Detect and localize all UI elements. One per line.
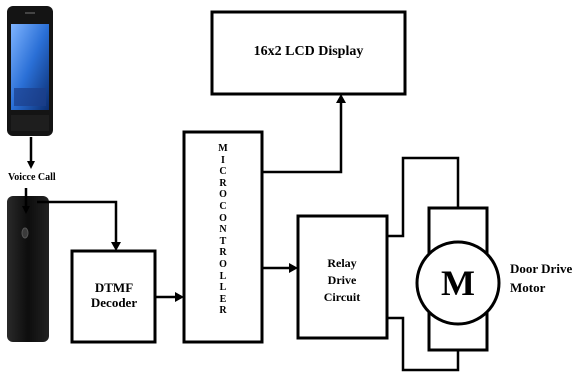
arrow-to-relay (289, 263, 298, 273)
phone-back-icon (7, 196, 49, 342)
relay-to-motor-top-wire (387, 156, 460, 238)
microcontroller-letter: I (221, 154, 225, 166)
microcontroller-letter: O (219, 258, 227, 270)
microcontroller-letter: R (219, 247, 227, 259)
lcd-display-label: 16x2 LCD Display (253, 44, 364, 59)
smartphone-icon (7, 6, 53, 136)
microcontroller-letter: O (219, 212, 227, 224)
arrow-to-dtmf (111, 242, 121, 251)
voice-call-label: Voicce Call (8, 172, 56, 183)
motor-symbol: M (441, 263, 475, 303)
microcontroller-letter: N (219, 224, 227, 236)
arrow-to-phone-back (22, 206, 30, 214)
microcontroller-letter: R (219, 177, 227, 189)
microcontroller-letter: E (219, 293, 227, 305)
microcontroller-box (182, 130, 264, 344)
mcu-to-lcd-line (262, 102, 343, 174)
microcontroller-letter: M (218, 143, 228, 154)
microcontroller-letter: L (219, 282, 227, 294)
phone-to-dtmf-line (37, 200, 118, 243)
microcontroller-letter: R (219, 305, 227, 317)
relay-to-motor-bottom-wire (387, 316, 460, 372)
arrow-to-mcu (175, 292, 184, 302)
arrow-to-phone (27, 161, 35, 169)
lcd-display-box (210, 10, 407, 96)
relay-drive-label: Relay Drive Circuit (323, 256, 361, 304)
motor-icon (415, 206, 501, 352)
relay-drive-box (296, 214, 389, 340)
door-drive-motor-label: Door Drive Motor (510, 261, 573, 295)
microcontroller-letter: O (219, 189, 227, 201)
phone-connector (24, 137, 33, 208)
microcontroller-letter: C (219, 200, 227, 212)
arrow-to-lcd (336, 94, 346, 103)
microcontroller-letter: C (219, 166, 227, 178)
dtmf-decoder-label: DTMF Decoder (90, 280, 138, 310)
microcontroller-letter: T (219, 235, 227, 247)
microcontroller-letter: L (219, 270, 227, 282)
